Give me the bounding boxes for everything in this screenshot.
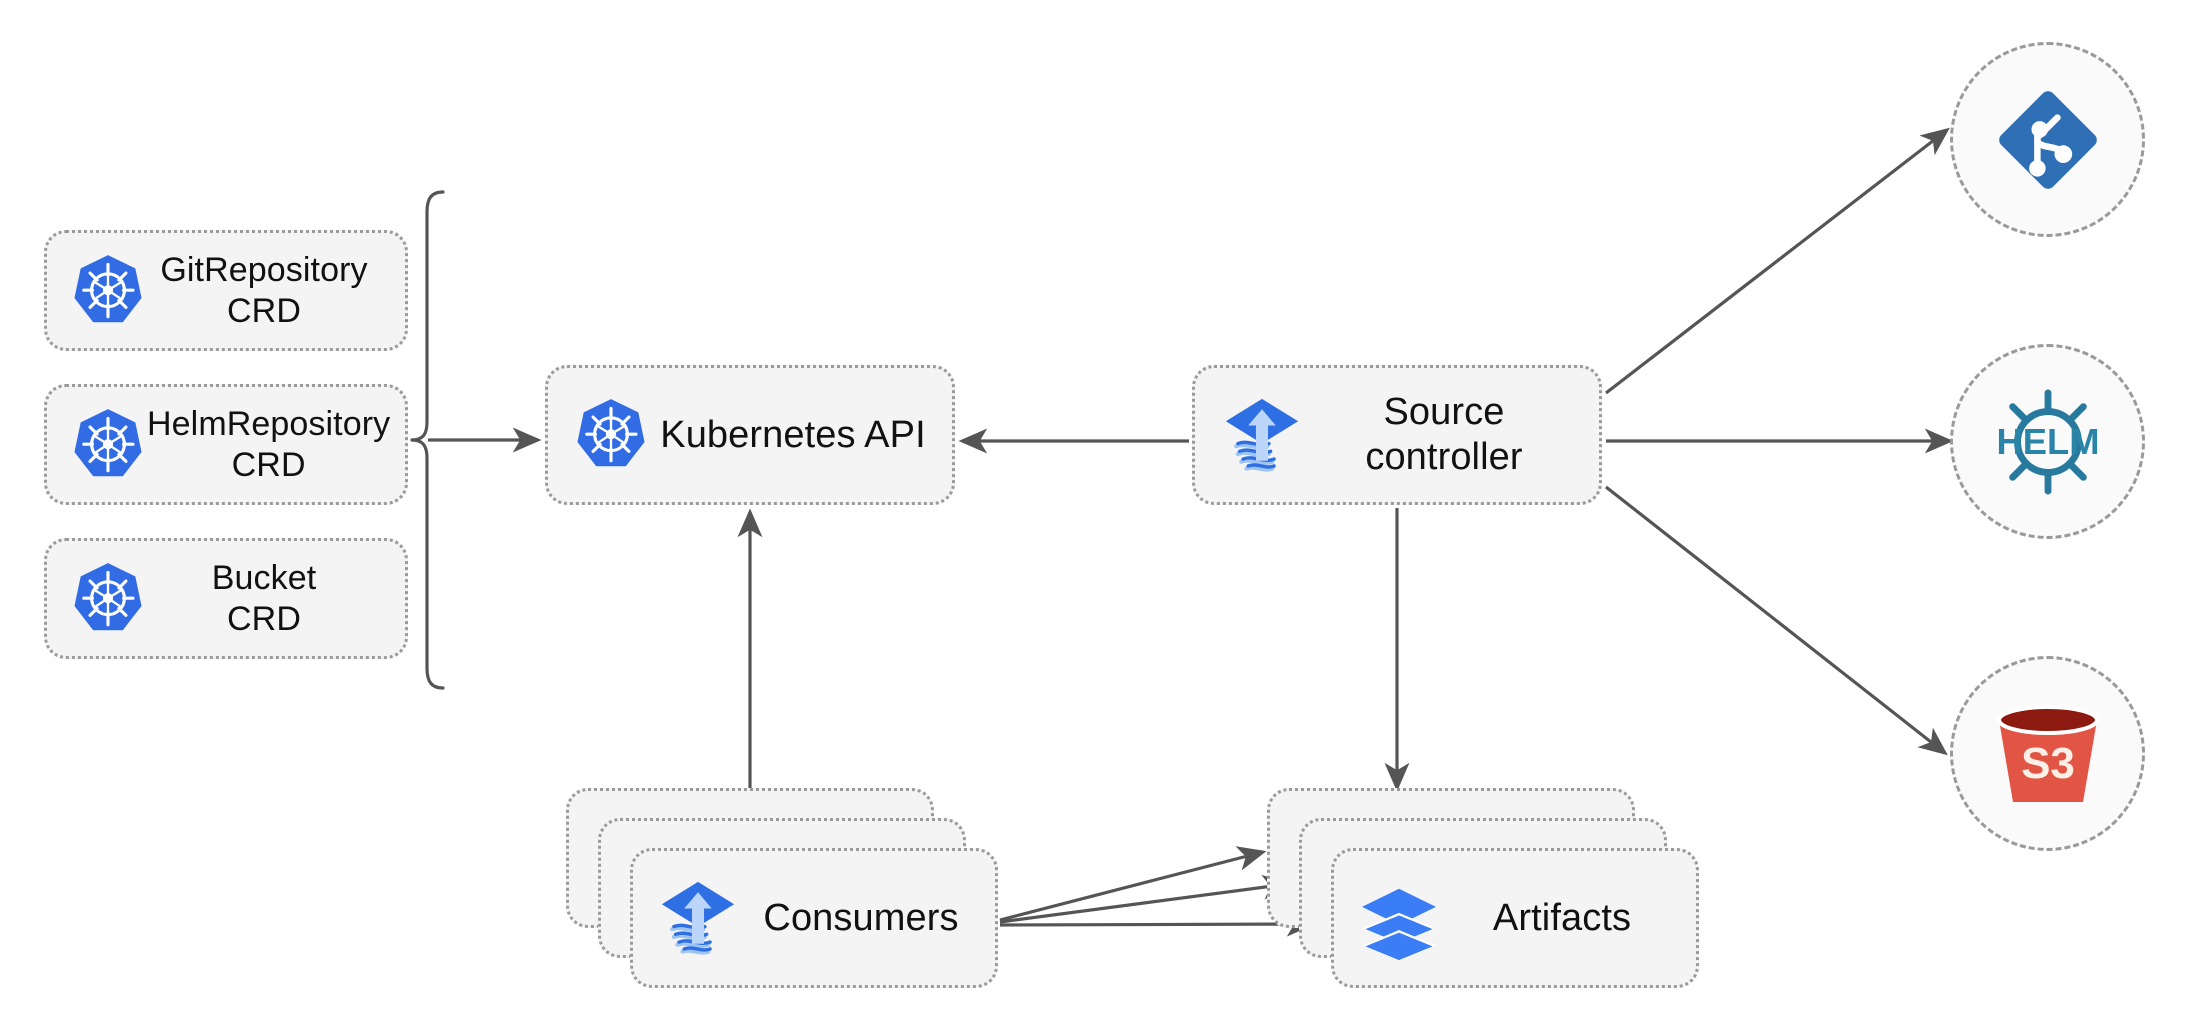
- node-consumers-stack[interactable]: Consumers: [566, 788, 1006, 988]
- node-source-controller[interactable]: Source controller: [1192, 365, 1602, 505]
- layers-icon: [1356, 875, 1442, 961]
- arrow-source-controller-to-s3: [1605, 485, 1948, 756]
- node-label: GitRepository CRD: [160, 251, 368, 330]
- arrow-consumers-to-artifacts-3: [999, 911, 1316, 937]
- crd-group-brace: [410, 190, 445, 690]
- node-label: Kubernetes API: [660, 413, 926, 456]
- consumers-card-front[interactable]: Consumers: [630, 848, 998, 988]
- node-artifacts-stack[interactable]: Artifacts: [1267, 788, 1707, 988]
- node-label: Consumers: [763, 896, 959, 939]
- git-icon: [1989, 81, 2107, 199]
- node-label: HelmRepository CRD: [147, 405, 391, 484]
- arrow-source-controller-to-git: [1605, 127, 1950, 395]
- node-label: Source controller: [1365, 391, 1523, 478]
- node-helm-source[interactable]: HELM: [1950, 344, 2145, 539]
- flux-icon: [1219, 392, 1305, 478]
- artifacts-card-front[interactable]: Artifacts: [1331, 848, 1699, 988]
- node-s3-source[interactable]: S3: [1950, 656, 2145, 851]
- node-label: Artifacts: [1492, 896, 1632, 939]
- node-helmrepository-crd[interactable]: HelmRepository CRD: [44, 384, 408, 505]
- flux-icon: [655, 875, 741, 961]
- node-gitrepository-crd[interactable]: GitRepository CRD: [44, 230, 408, 351]
- s3-wordmark: S3: [2021, 739, 2075, 788]
- arrow-consumers-to-artifacts-2: [999, 874, 1292, 924]
- node-git-source[interactable]: [1950, 42, 2145, 237]
- s3-icon: S3: [1987, 698, 2109, 810]
- node-kubernetes-api[interactable]: Kubernetes API: [545, 365, 955, 505]
- kubernetes-icon: [69, 560, 147, 638]
- kubernetes-icon: [69, 406, 147, 484]
- kubernetes-icon: [572, 396, 650, 474]
- helm-wordmark: HELM: [1996, 420, 2099, 461]
- helm-icon: HELM: [1984, 387, 2112, 497]
- node-bucket-crd[interactable]: Bucket CRD: [44, 538, 408, 659]
- node-label: Bucket CRD: [211, 559, 317, 638]
- arrow-consumers-to-artifacts-1: [999, 846, 1267, 922]
- kubernetes-icon: [69, 252, 147, 330]
